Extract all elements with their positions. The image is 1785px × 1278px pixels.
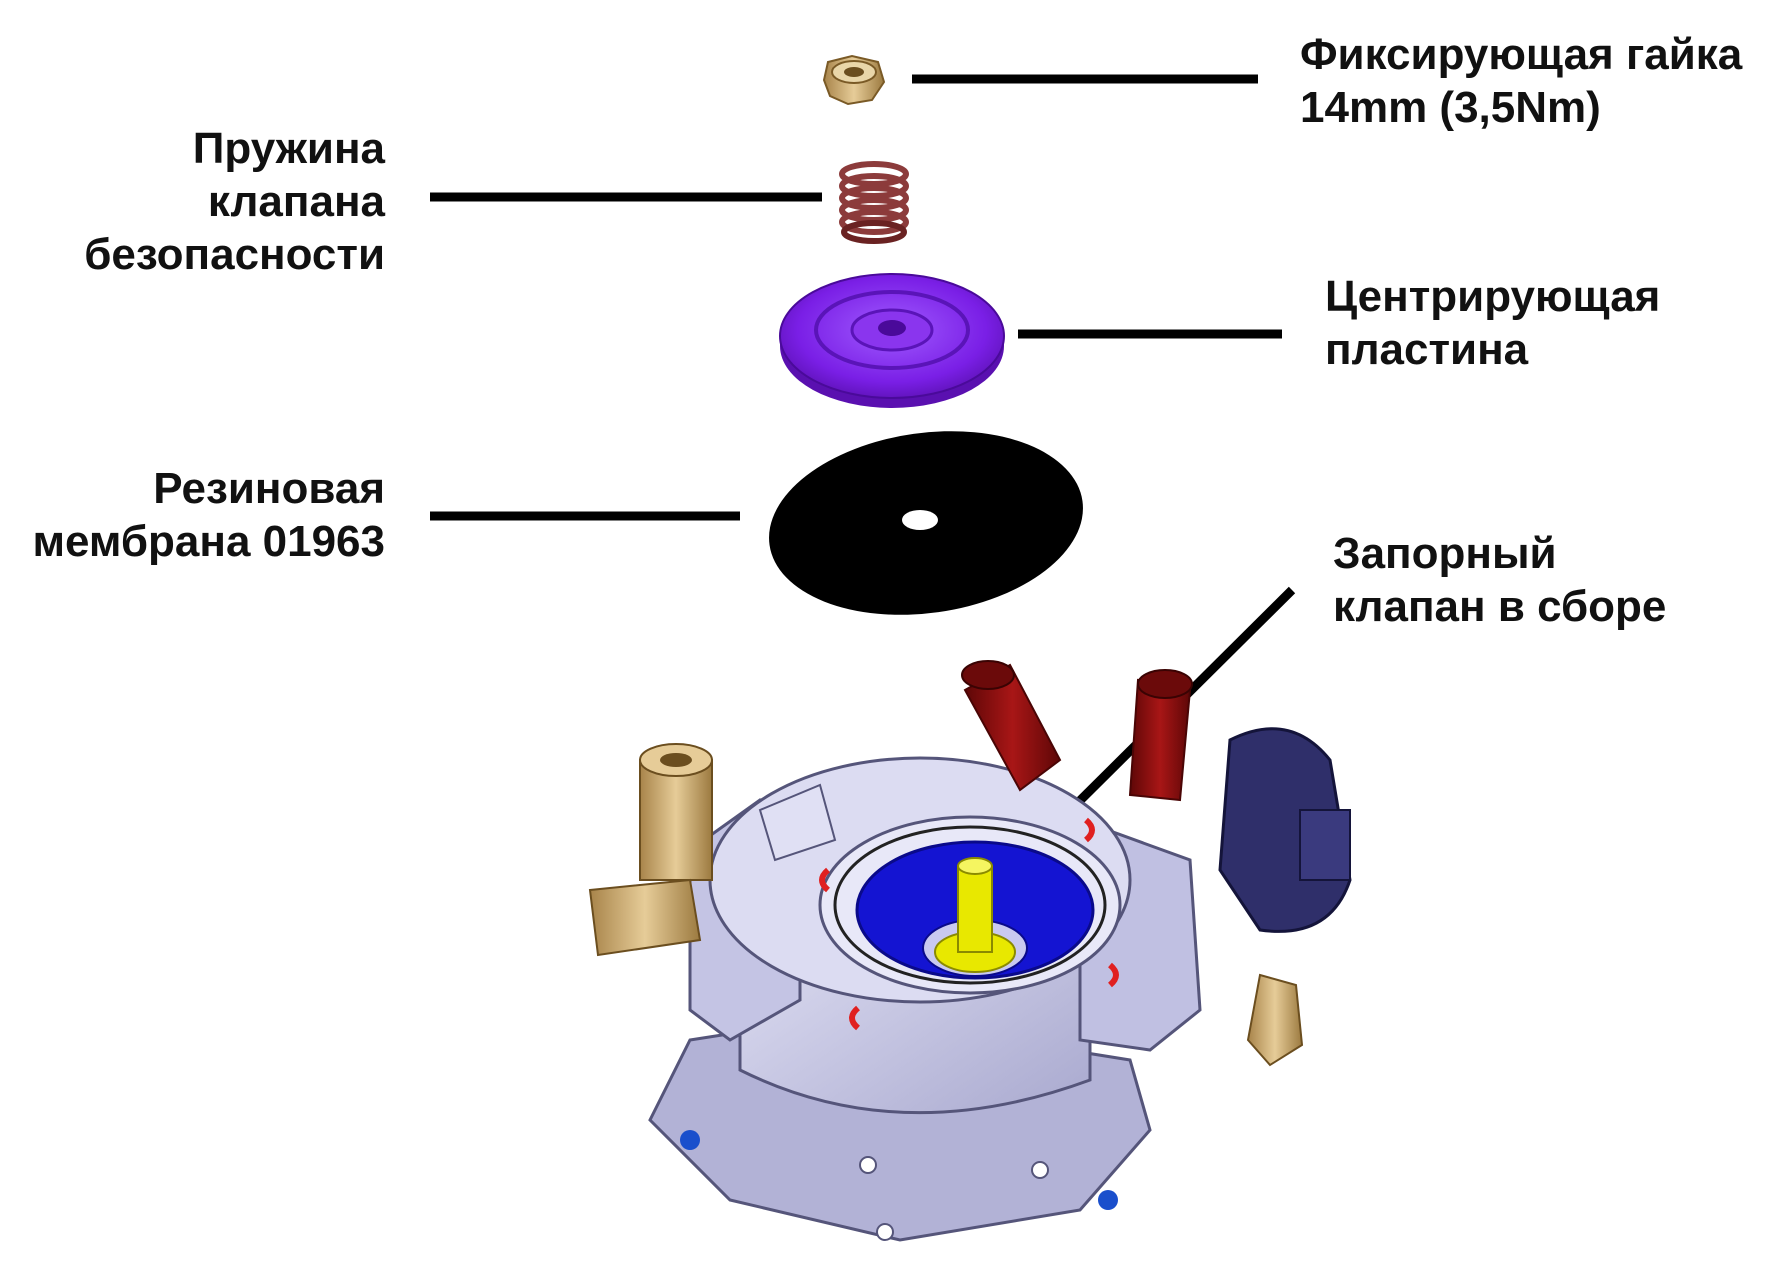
brass-side-nut <box>1246 973 1304 1067</box>
spring-label-line-1: Пружина <box>192 124 385 173</box>
valve-label: Запорный клапан в сборе <box>1333 527 1666 633</box>
solenoid-connector <box>1218 727 1352 933</box>
spring-label: Пружина клапана безопасности <box>84 122 385 281</box>
plate-label: Центрирующая пластина <box>1325 270 1660 376</box>
mounting-hole <box>1098 1190 1118 1210</box>
identification-tag <box>758 783 837 862</box>
retaining-clips <box>819 817 1119 1031</box>
valve-label-line-1: Запорный <box>1333 529 1557 578</box>
safety-valve-spring <box>839 161 909 244</box>
spring-label-line-3: безопасности <box>84 230 385 279</box>
plate-label-line-2: пластина <box>1325 325 1529 374</box>
valve-label-line-2: клапан в сборе <box>1333 582 1667 631</box>
membrane-label-line-1: Резиновая <box>153 464 385 513</box>
valve-stem <box>934 857 1016 973</box>
plate-label-line-1: Центрирующая <box>1325 272 1661 321</box>
outlet-hose-right <box>1128 669 1193 802</box>
outlet-hose-left <box>961 660 1062 792</box>
spring-label-line-2: клапана <box>207 177 385 226</box>
brass-inlet-fitting <box>639 743 713 881</box>
rubber-membrane <box>769 431 1083 615</box>
membrane-label-line-2: мембрана 01963 <box>32 517 385 566</box>
nut-label-line-2: 14mm (3,5Nm) <box>1300 83 1601 132</box>
brass-nozzle <box>588 878 702 957</box>
mounting-hole <box>680 1130 700 1150</box>
nut-label-line-1: Фиксирующая гайка <box>1300 30 1743 79</box>
fixing-nut <box>822 54 886 106</box>
reducer-body <box>588 660 1352 1242</box>
nut-label: Фиксирующая гайка 14mm (3,5Nm) <box>1300 28 1742 134</box>
membrane-label: Резиновая мембрана 01963 <box>32 462 385 568</box>
centering-plate <box>779 273 1005 408</box>
